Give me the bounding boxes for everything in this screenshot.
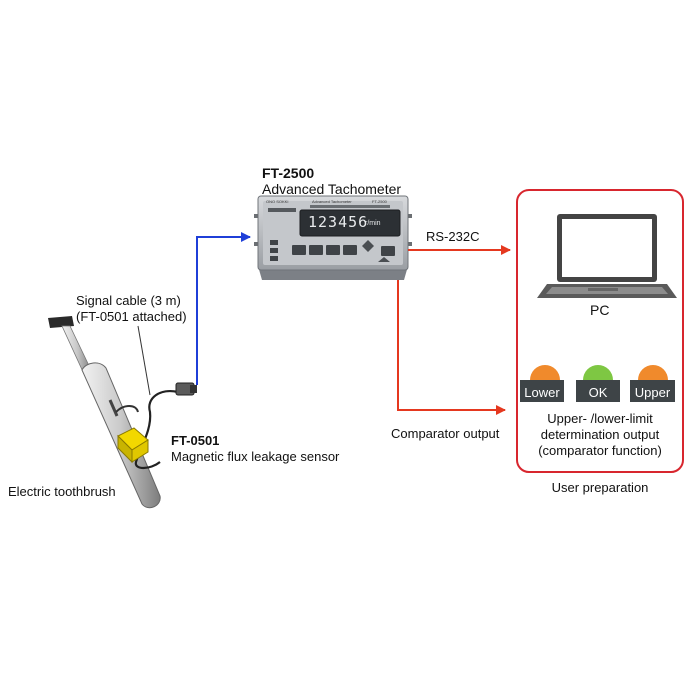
indicator-lower-label: Lower bbox=[524, 385, 560, 400]
cable-label-line1: Signal cable (3 m) bbox=[76, 293, 181, 308]
output-description-line2: determination output bbox=[540, 427, 660, 442]
indicator-lower-lamp-icon bbox=[520, 365, 564, 402]
output-description-line3: (comparator function) bbox=[538, 443, 662, 458]
output-description-line1: Upper- /lower-limit bbox=[547, 411, 653, 426]
tachometer-display-unit: r/min bbox=[365, 220, 381, 227]
user-preparation-box bbox=[516, 189, 684, 473]
toothbrush-label: Electric toothbrush bbox=[8, 484, 116, 499]
electric-toothbrush-icon bbox=[48, 316, 161, 509]
comparator-output-label: Comparator output bbox=[391, 426, 500, 441]
signal-arrow bbox=[196, 232, 251, 385]
sensor-model-label: FT-0501 bbox=[171, 433, 220, 448]
panel-title: Advanced Tachometer bbox=[312, 199, 352, 204]
device-model-label: FT-2500 bbox=[262, 165, 315, 181]
indicator-ok-lamp-icon bbox=[576, 365, 620, 402]
indicator-upper-label: Upper bbox=[634, 385, 671, 400]
cable-connector-icon bbox=[175, 382, 197, 396]
tachometer-display-value: 123456 bbox=[308, 213, 369, 231]
device-name-label: Advanced Tachometer bbox=[262, 181, 402, 197]
comparator-output-arrow bbox=[397, 280, 506, 415]
sensor-name-label: Magnetic flux leakage sensor bbox=[171, 449, 340, 464]
cable-label-line2: (FT-0501 attached) bbox=[76, 309, 187, 324]
rs232c-label: RS-232C bbox=[426, 229, 480, 244]
tachometer-device-icon bbox=[254, 195, 412, 280]
laptop-pc-icon bbox=[537, 214, 677, 298]
ft0501-sensor-icon bbox=[117, 427, 149, 464]
panel-model: FT-2500 bbox=[372, 199, 387, 204]
pc-label: PC bbox=[590, 302, 610, 318]
cable-leader-line bbox=[137, 325, 151, 396]
user-preparation-caption: User preparation bbox=[551, 480, 649, 495]
indicator-ok-label: OK bbox=[588, 385, 608, 400]
panel-brand: ONO SOKKI bbox=[266, 199, 289, 204]
indicator-upper-lamp-icon bbox=[630, 365, 675, 402]
